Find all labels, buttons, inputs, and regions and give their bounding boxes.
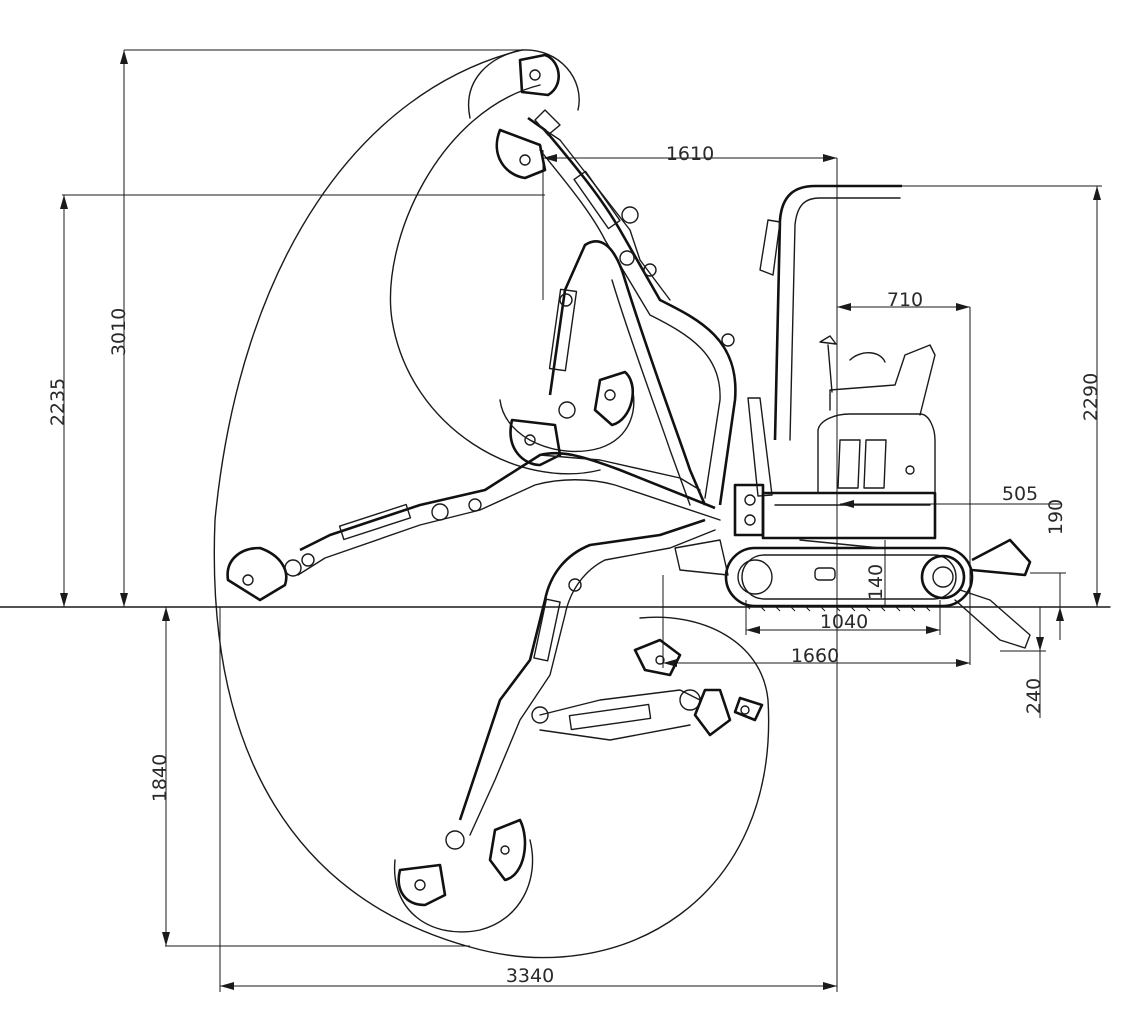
mid-bucket-arc xyxy=(499,379,635,453)
bucket-deep-upper xyxy=(633,638,682,677)
bucket-deep-right xyxy=(693,688,732,737)
dozer-blade xyxy=(971,538,1032,577)
dim-overall-height xyxy=(880,185,1102,607)
front-frame xyxy=(674,539,729,576)
dim-label-1610: 1610 xyxy=(666,143,714,165)
dump-envelope xyxy=(389,84,601,475)
control-lever xyxy=(819,335,837,393)
track-assembly xyxy=(724,546,974,608)
dim-label-2290: 2290 xyxy=(1080,373,1102,421)
upper-structure xyxy=(761,491,937,540)
dim-blade-lift xyxy=(1030,572,1066,640)
dim-label-1840: 1840 xyxy=(149,754,171,802)
boom-max-reach xyxy=(226,451,721,602)
rops-frame xyxy=(773,184,902,441)
dim-label-3010: 3010 xyxy=(108,308,130,356)
excavator-body xyxy=(674,184,1032,649)
max-reach-envelope xyxy=(213,49,770,959)
dozer-blade-lowered xyxy=(954,589,1031,649)
bucket-mid-right xyxy=(593,370,635,427)
dim-label-2235: 2235 xyxy=(47,378,69,426)
bucket-deep-bottom xyxy=(397,863,447,907)
idler-wheel xyxy=(737,559,773,595)
dim-transport-length xyxy=(662,575,970,668)
boom-max-height xyxy=(495,53,737,506)
bucket-mid-left xyxy=(509,418,562,467)
boom-cylinder-front xyxy=(747,397,773,497)
dim-label-240: 240 xyxy=(1023,678,1045,714)
dim-label-1660: 1660 xyxy=(791,645,839,667)
dim-max-dig-height xyxy=(120,49,530,607)
bucket-reach xyxy=(226,546,288,602)
bucket-top xyxy=(495,128,547,180)
dim-max-dump-height xyxy=(60,194,545,607)
dim-label-190: 190 xyxy=(1045,499,1067,535)
dim-counterweight-clearance xyxy=(840,500,1062,508)
bucket-peak xyxy=(518,53,560,97)
engine-cover xyxy=(817,413,936,494)
low-bucket-arc xyxy=(393,839,534,933)
dim-label-140: 140 xyxy=(865,564,887,600)
boom-max-depth xyxy=(397,518,764,907)
sprocket-wheel xyxy=(920,554,966,600)
dim-blade-depth xyxy=(1000,607,1046,718)
dim-label-505: 505 xyxy=(1002,483,1038,505)
dim-tail-swing xyxy=(837,303,971,665)
boom-mid xyxy=(509,240,707,506)
dim-label-3340: 3340 xyxy=(506,965,554,987)
dim-label-710: 710 xyxy=(887,289,923,311)
swing-post xyxy=(733,483,765,537)
operator-seat xyxy=(829,344,936,416)
dim-max-reach xyxy=(219,158,838,992)
dim-max-dig-depth xyxy=(162,607,470,947)
dim-label-1040: 1040 xyxy=(820,611,868,633)
dim-min-swing-radius xyxy=(542,150,837,300)
